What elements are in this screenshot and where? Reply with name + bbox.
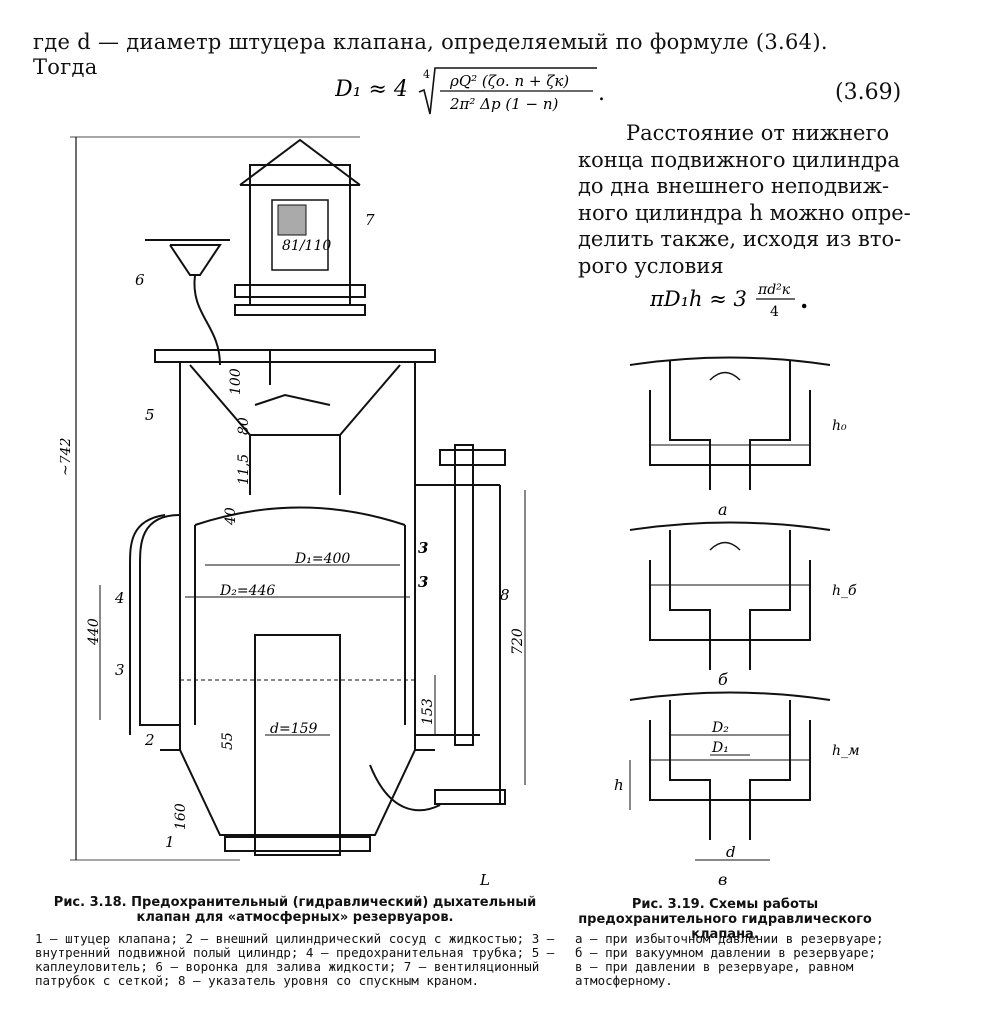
formula-1-lhs: D₁ ≈ 4 xyxy=(335,77,408,102)
height-label-v: h_м xyxy=(832,743,860,759)
label-d: d xyxy=(726,843,736,861)
callout-4: 4 xyxy=(114,589,125,607)
callout-5: 5 xyxy=(145,406,155,424)
callout-8: 8 xyxy=(500,586,510,604)
dim-440: 440 xyxy=(86,618,102,646)
figure-3-18-drawing: ~742 D₁=400 D₂=446 d=159 440 720 100 80 … xyxy=(60,136,526,889)
callout-2: 2 xyxy=(144,731,155,749)
svg-text:.: . xyxy=(598,81,605,106)
label-d2: D₂ xyxy=(711,720,729,736)
dim-11-5: 11,5 xyxy=(236,454,252,485)
panel-letter-a: а xyxy=(718,500,728,519)
paragraph-line: конца подвижного цилиндра xyxy=(578,147,900,172)
callout-6: 6 xyxy=(135,271,145,289)
callout-7: 7 xyxy=(365,211,375,229)
callout-1: 1 xyxy=(165,833,175,851)
dim-80: 80 xyxy=(236,417,252,435)
dim-overall-height: ~742 xyxy=(60,437,74,476)
label-h: h xyxy=(614,776,624,794)
dim-55: 55 xyxy=(220,732,236,750)
paragraph-line: ного цилиндра h можно опре- xyxy=(578,200,911,225)
formula-2-lhs: πD₁h ≈ 3 xyxy=(650,287,747,311)
dim-40: 40 xyxy=(223,507,239,526)
dim-100: 100 xyxy=(228,368,244,395)
formula-condition: πD₁h ≈ 3 πd²к 4 . xyxy=(650,282,808,320)
formula-2-numerator: πd²к xyxy=(757,282,791,298)
formula-3-69: D₁ ≈ 4 4 ρQ² (ζо. п + ζк) 2π² Δp (1 − n)… xyxy=(335,67,605,115)
section-symbol: L xyxy=(479,871,490,889)
formula-1-denominator: 2π² Δp (1 − n) xyxy=(449,95,559,113)
height-label-b: h_б xyxy=(832,583,857,599)
equation-number: (3.69) xyxy=(835,80,902,105)
dim-720: 720 xyxy=(510,628,526,655)
caption-3-18-title: Рис. 3.18. Предохранительный (гидравличе… xyxy=(53,895,537,925)
dim-d2: D₂=446 xyxy=(219,583,275,599)
dim-d: d=159 xyxy=(270,721,318,737)
paragraph-line: Расстояние от нижнего xyxy=(626,121,890,145)
section-mark-3-bottom: 3 xyxy=(418,573,428,591)
intro-text: где d — диаметр штуцера клапана, определ… xyxy=(33,30,828,79)
dim-d1: D₁=400 xyxy=(294,551,350,567)
caption-3-19-title: Рис. 3.19. Схемы работы предохранительно… xyxy=(578,897,872,942)
caption-3-19-body: а — при избыточном давлении в резервуаре… xyxy=(575,931,884,988)
paragraph-line: делить также, исходя из вто- xyxy=(578,227,902,251)
panel-letter-v: в xyxy=(718,870,727,889)
formula-1-root-index: 4 xyxy=(423,68,430,81)
label-d1: D₁ xyxy=(711,740,729,756)
callout-3: 3 xyxy=(115,661,125,679)
formula-1-numerator: ρQ² (ζо. п + ζк) xyxy=(449,72,569,90)
section-mark-3-top: 3 xyxy=(418,539,428,557)
svg-text:.: . xyxy=(800,285,808,314)
dim-153: 153 xyxy=(420,698,436,725)
right-paragraph: Расстояние от нижнего конца подвижного ц… xyxy=(578,120,911,279)
caption-3-18-body: 1 — штуцер клапана; 2 — внешний цилиндри… xyxy=(35,931,555,988)
dim-box: 81/110 xyxy=(282,238,331,254)
height-label-a: h₀ xyxy=(832,418,847,434)
formula-2-denominator: 4 xyxy=(770,304,779,320)
dim-160: 160 xyxy=(173,803,189,830)
panel-letter-b: б xyxy=(718,670,728,689)
paragraph-line: рого условия xyxy=(578,253,724,278)
figure-3-19-diagrams: а б в h₀ h_б h_м D₂ D₁ h d xyxy=(614,356,860,889)
paragraph-line: до дна внешнего неподвиж- xyxy=(578,174,890,198)
